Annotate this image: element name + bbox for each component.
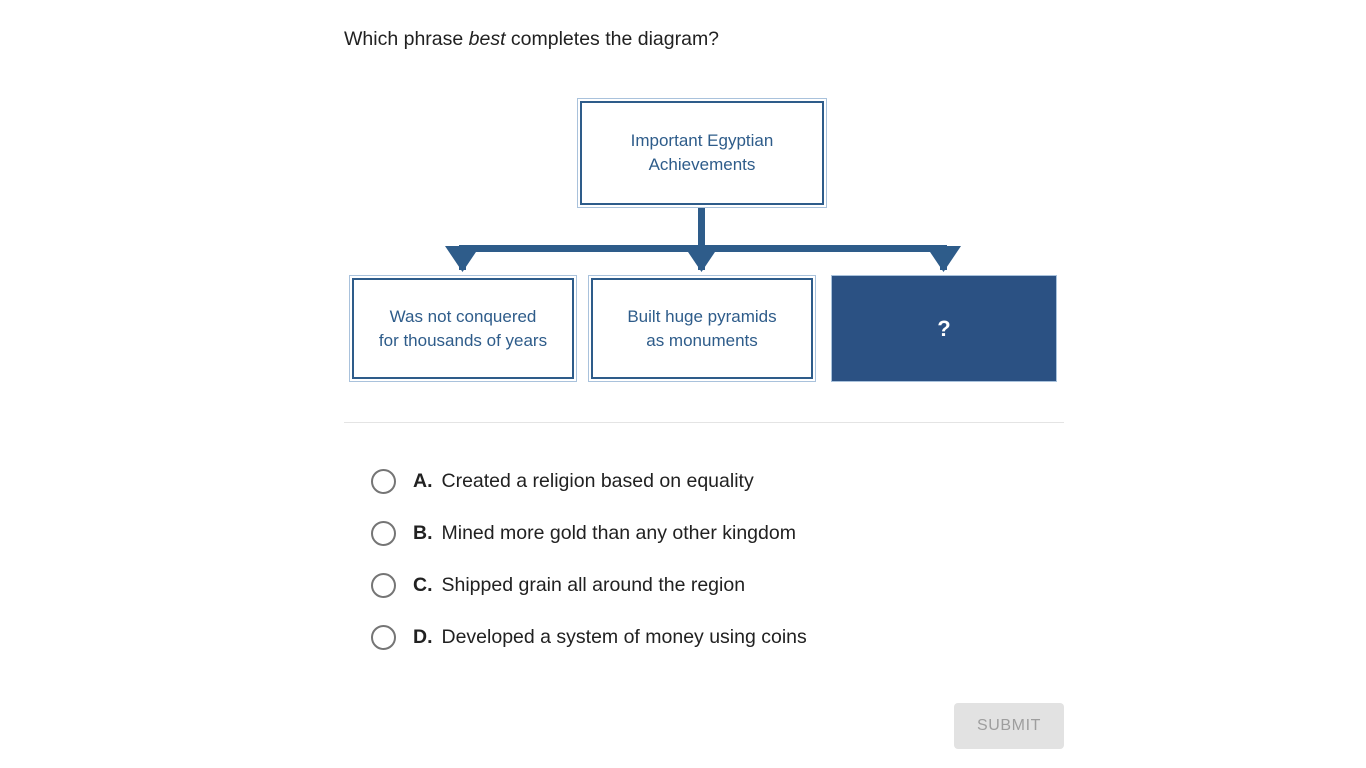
option-c-label: Shipped grain all around the region [441,573,746,596]
diagram-node-root-line1: Important Egyptian [630,131,774,150]
quiz-page: Which phrase best completes the diagram?… [344,0,1064,768]
option-b[interactable]: B. Mined more gold than any other kingdo… [371,507,1064,559]
radio-button-d-icon[interactable] [371,624,396,650]
diagram-node-child-2-inner: Built huge pyramids as monuments [591,278,813,379]
question-emphasis: best [468,28,506,50]
diagram-node-root-line2: Achievements [648,155,756,174]
option-b-letter: B. [413,521,433,544]
diagram-node-child-2-line1: Built huge pyramids [627,306,777,326]
diagram-node-child-3-unknown: ? [831,275,1057,382]
diagram-node-child-3-inner: ? [834,278,1054,379]
diagram-node-root: Important Egyptian Achievements [577,98,827,208]
submit-row: SUBMIT [344,703,1064,749]
section-divider [344,422,1064,423]
option-a[interactable]: A. Created a religion based on equality [371,455,1064,507]
radio-button-c-icon[interactable] [371,572,396,598]
radio-button-b-icon[interactable] [371,520,396,546]
question-mark-placeholder: ? [937,315,951,341]
answer-options: A. Created a religion based on equality … [371,455,1064,663]
diagram-node-child-2: Built huge pyramids as monuments [588,275,816,382]
radio-button-a-icon[interactable] [371,468,396,494]
option-b-label: Mined more gold than any other kingdom [441,521,796,544]
option-c-letter: C. [413,573,433,596]
submit-button[interactable]: SUBMIT [954,703,1064,749]
question-text-after: completes the diagram? [505,28,720,50]
option-d[interactable]: D. Developed a system of money using coi… [371,611,1064,663]
option-a-label: Created a religion based on equality [441,469,754,492]
option-c[interactable]: C. Shipped grain all around the region [371,559,1064,611]
diagram-node-child-2-line2: as monuments [646,330,758,350]
diagram-node-child-1-inner: Was not conquered for thousands of years [352,278,574,379]
diagram-node-child-1-line1: Was not conquered [389,306,537,326]
question-prompt: Which phrase best completes the diagram? [344,25,719,53]
diagram-node-child-1-line2: for thousands of years [378,330,548,350]
concept-diagram: Important Egyptian Achievements Was not … [344,86,1064,386]
option-d-letter: D. [413,625,433,648]
diagram-node-root-inner: Important Egyptian Achievements [580,101,824,205]
diagram-node-child-1: Was not conquered for thousands of years [349,275,577,382]
question-text-before: Which phrase [344,28,469,50]
option-a-letter: A. [413,469,433,492]
option-d-label: Developed a system of money using coins [441,625,807,648]
